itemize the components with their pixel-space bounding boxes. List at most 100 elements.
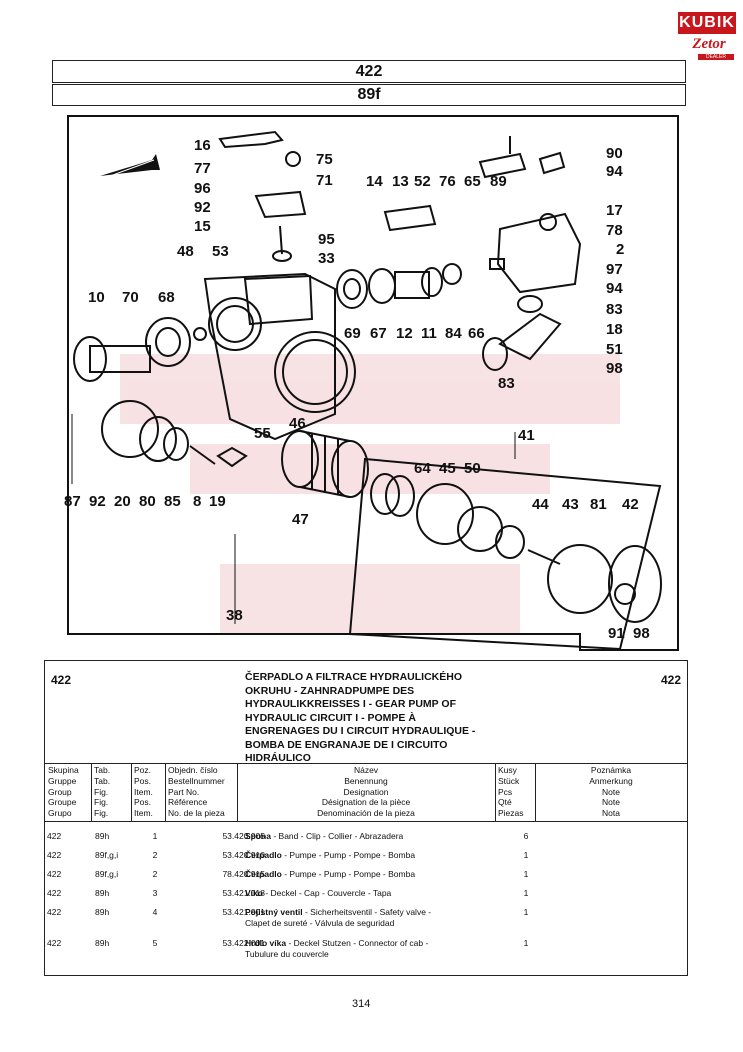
cell-partno: 53.422.001 — [222, 938, 265, 948]
group-number-header: 422 — [52, 60, 686, 83]
part-translations: - Pumpe - Pump - Pompe - Bomba — [281, 869, 416, 879]
cell-description: Čerpadlo - Pumpe - Pump - Pompe - Bomba — [245, 850, 515, 861]
callout-67: 67 — [370, 325, 387, 342]
cell-tab: 89h — [95, 938, 110, 948]
top-fittings — [218, 130, 566, 262]
callout-64: 64 — [414, 460, 431, 477]
callout-labels: 16 75 77 71 96 92 15 14 13 52 76 65 89 9… — [64, 137, 650, 642]
part-translations: - Pumpe - Pump - Pompe - Bomba — [281, 850, 416, 860]
callout-78: 78 — [606, 222, 623, 239]
callout-19: 19 — [209, 493, 226, 510]
callout-98: 98 — [606, 360, 623, 377]
cell-description: Spona - Band - Clip - Collier - Abrazade… — [245, 831, 515, 842]
callout-96: 96 — [194, 180, 211, 197]
direction-arrow-icon — [100, 154, 160, 177]
col-divider — [91, 763, 92, 821]
gear-pump-parts — [336, 263, 462, 309]
callout-42: 42 — [622, 496, 639, 513]
callout-92b: 92 — [89, 493, 106, 510]
part-translations-2: Clapet de sureté - Válvula de seguridad — [245, 917, 395, 928]
callout-65: 65 — [464, 173, 481, 190]
part-name: Čerpadlo — [245, 869, 282, 879]
callout-80: 80 — [139, 493, 156, 510]
cell-group: 422 — [47, 888, 62, 898]
callout-53: 53 — [212, 243, 229, 260]
cell-partno: 53.420.910 — [222, 850, 265, 860]
relief-valve-inset — [348, 457, 662, 651]
cell-group: 422 — [47, 938, 62, 948]
cell-pos: 4 — [152, 907, 158, 917]
callout-46: 46 — [289, 415, 306, 432]
callout-92: 92 — [194, 199, 211, 216]
callout-11: 11 — [421, 325, 437, 342]
table-group-number-right: 422 — [660, 673, 681, 687]
callout-18: 18 — [606, 321, 623, 338]
callout-76: 76 — [439, 173, 456, 190]
callout-68: 68 — [158, 289, 175, 306]
cell-description: Pojistný ventil - Sicherheitsventil - Sa… — [245, 907, 515, 928]
callout-85: 85 — [164, 493, 181, 510]
part-name: Víko — [245, 888, 263, 898]
callout-98b: 98 — [633, 625, 650, 642]
drive-gear-shaft — [73, 317, 207, 382]
callout-15: 15 — [194, 218, 211, 235]
callout-89: 89 — [490, 173, 507, 190]
part-name: Čerpadlo — [245, 850, 282, 860]
cell-qty: 6 — [523, 831, 529, 841]
cell-qty: 1 — [523, 888, 529, 898]
cell-group: 422 — [47, 850, 62, 860]
callout-71: 71 — [316, 172, 333, 189]
part-name: Spona — [245, 831, 271, 841]
callout-41: 41 — [518, 427, 535, 444]
callout-90: 90 — [606, 145, 623, 162]
cell-partno: 53.421.901 — [222, 907, 265, 917]
cell-group: 422 — [47, 831, 62, 841]
callout-20: 20 — [114, 493, 131, 510]
part-name: Hrdlo víka — [245, 938, 287, 948]
part-translations-2: Tubulure du couvercle — [245, 948, 329, 959]
part-name: Pojistný ventil — [245, 907, 303, 917]
callout-43: 43 — [562, 496, 579, 513]
watermark — [120, 354, 620, 634]
table-title: ČERPADLO A FILTRACE HYDRAULICKÉHO OKRUHU… — [245, 671, 476, 764]
callout-44: 44 — [532, 496, 549, 513]
logo-tag: DEALER — [698, 54, 734, 60]
cell-group: 422 — [47, 869, 62, 879]
cover-rings — [101, 400, 248, 468]
cell-description: Hrdlo víka - Deckel Stutzen - Connector … — [245, 938, 515, 959]
logo-sub: Zetor — [692, 36, 726, 52]
callout-8: 8 — [193, 493, 201, 510]
part-translations: - Deckel Stutzen - Connector of cab - — [286, 938, 429, 948]
part-translations: - Band - Clip - Collier - Abrazadera — [270, 831, 404, 841]
callout-81: 81 — [590, 496, 607, 513]
cell-tab: 89f,g,i — [95, 850, 119, 860]
callout-45: 45 — [439, 460, 456, 477]
callout-51: 51 — [606, 341, 623, 358]
callout-10: 10 — [88, 289, 105, 306]
callout-12: 12 — [396, 325, 413, 342]
col-divider — [495, 763, 496, 821]
cell-qty: 1 — [523, 907, 529, 917]
callout-17: 17 — [606, 202, 623, 219]
cell-partno: 53.420.905 — [222, 831, 265, 841]
callout-97: 97 — [606, 261, 623, 278]
header-bottom-rule — [45, 821, 687, 822]
callout-16: 16 — [194, 137, 211, 154]
callout-94b: 94 — [606, 280, 623, 297]
cell-partno: 78.420.915 — [222, 869, 265, 879]
figure-number-header: 89f — [52, 84, 686, 106]
callout-83b: 83 — [498, 375, 515, 392]
cell-qty: 1 — [523, 850, 529, 860]
cell-qty: 1 — [523, 938, 529, 948]
callout-69: 69 — [344, 325, 361, 342]
cell-tab: 89f,g,i — [95, 869, 119, 879]
callout-55: 55 — [254, 425, 271, 442]
callout-13: 13 — [392, 173, 409, 190]
callout-87: 87 — [64, 493, 81, 510]
callout-50: 50 — [464, 460, 481, 477]
callout-70: 70 — [122, 289, 139, 306]
cell-tab: 89h — [95, 831, 110, 841]
kubik-zetor-logo: KUBIK Zetor DEALER — [678, 12, 736, 62]
col-header-name: Název Benennung Designation Désignation … — [317, 765, 415, 819]
filter-housing — [203, 272, 356, 441]
